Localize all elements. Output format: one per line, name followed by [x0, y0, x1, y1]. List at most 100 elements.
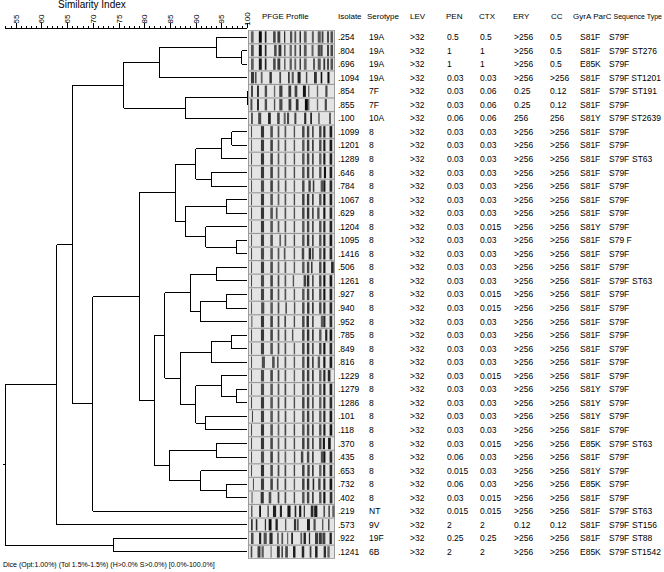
gel-band [297, 519, 298, 530]
gel-band [302, 167, 304, 178]
mic-value: >256 [550, 180, 569, 192]
axis-tick-label: 100 [243, 12, 252, 25]
sequence-type: ST63 [632, 505, 652, 517]
gel-band [304, 113, 306, 124]
gel-band [251, 384, 252, 395]
serotype: 8 [369, 383, 374, 395]
mic-value: >256 [514, 356, 533, 368]
dendrogram-branch [175, 221, 185, 222]
footnote: Dice (Opt:1.00%) (Tol 1.5%-1.5%) (H>0.0%… [3, 560, 215, 569]
mic-value: 1 [480, 58, 485, 70]
gel-band [319, 140, 321, 151]
gel-band [323, 221, 325, 232]
serotype: 8 [369, 180, 374, 192]
gel-band [261, 370, 264, 381]
isolate-id: .952 [338, 316, 355, 328]
gel-band [307, 316, 309, 327]
mic-value: 0.03 [447, 194, 464, 206]
axis-tick [237, 26, 238, 28]
gel-band [259, 31, 262, 42]
gel-band [277, 113, 280, 124]
gel-band [290, 31, 292, 42]
gel-band [302, 384, 304, 395]
gel-band [312, 45, 314, 56]
column-header: CTX [479, 11, 495, 23]
gel-band [307, 167, 309, 178]
serotype: 8 [369, 356, 374, 368]
gel-band [261, 167, 264, 178]
mic-value: 0.03 [447, 207, 464, 219]
mic-value: 0.03 [480, 478, 497, 490]
axis-tick [98, 26, 99, 28]
dendrogram-branch [139, 192, 175, 193]
gel-band [315, 546, 318, 557]
gel-band [291, 533, 293, 544]
mic-value: >256 [550, 72, 569, 84]
gel-band [319, 533, 322, 544]
parc-mutation: S79F [609, 139, 629, 151]
gel-lane [249, 383, 334, 395]
gyra-mutation: S81F [580, 356, 600, 368]
gel-band [330, 207, 333, 218]
parc-mutation: S79F [609, 248, 629, 260]
axis-tick [226, 26, 227, 28]
mic-value: 2 [480, 546, 485, 558]
gel-band [307, 221, 309, 232]
mic-value: >256 [514, 167, 533, 179]
gel-band [302, 478, 304, 489]
mic-value: 0.06 [480, 112, 497, 124]
gel-band [302, 316, 304, 327]
gel-band [330, 248, 333, 259]
gel-lane [249, 546, 334, 558]
gel-band [307, 302, 309, 313]
gel-lane [249, 85, 334, 97]
gel-band [287, 533, 288, 544]
mic-value: >32 [410, 383, 424, 395]
mic-value: >256 [550, 288, 569, 300]
gel-band [307, 397, 309, 408]
gel-band [302, 221, 304, 232]
mic-value: >32 [410, 302, 424, 314]
parc-mutation: S79F [609, 72, 629, 84]
gel-band [258, 113, 261, 124]
gel-band [312, 329, 314, 340]
gel-band [251, 519, 253, 530]
gyra-mutation: E85K [580, 546, 601, 558]
gel-band [270, 207, 273, 218]
gel-band [312, 302, 314, 313]
gel-band [300, 58, 301, 69]
gel-band [319, 221, 321, 232]
gel-band [285, 451, 287, 462]
gel-band [278, 221, 280, 232]
axis-tick-label: 95 [217, 15, 226, 24]
gel-band [261, 478, 264, 489]
gel-band [261, 302, 264, 313]
gel-band [251, 180, 252, 191]
gel-band [285, 235, 287, 246]
serotype: 19A [369, 58, 384, 70]
parc-mutation: S79F [609, 31, 629, 43]
gel-band [261, 207, 264, 218]
dendrogram-branch [221, 138, 231, 139]
gel-lane [249, 221, 334, 233]
gel-band [278, 397, 280, 408]
mic-value: 0.5 [550, 58, 562, 70]
gel-band [270, 221, 273, 232]
mic-value: >256 [514, 194, 533, 206]
mic-value: 0.03 [447, 275, 464, 287]
isolate-id: .1261 [338, 275, 359, 287]
gyra-mutation: S81F [580, 85, 600, 97]
gel-band [312, 465, 314, 476]
mic-value: 0.25 [447, 532, 464, 544]
gel-band [253, 478, 254, 489]
gyra-mutation: S81Y [580, 112, 601, 124]
gel-band [294, 126, 295, 137]
gel-band [307, 465, 309, 476]
serotype: 8 [369, 451, 374, 463]
gel-band [312, 411, 314, 422]
gel-band [318, 113, 319, 124]
gel-lane [249, 315, 334, 327]
gel-lane [249, 31, 334, 43]
gel-band [323, 126, 325, 137]
isolate-id: .1289 [338, 153, 359, 165]
